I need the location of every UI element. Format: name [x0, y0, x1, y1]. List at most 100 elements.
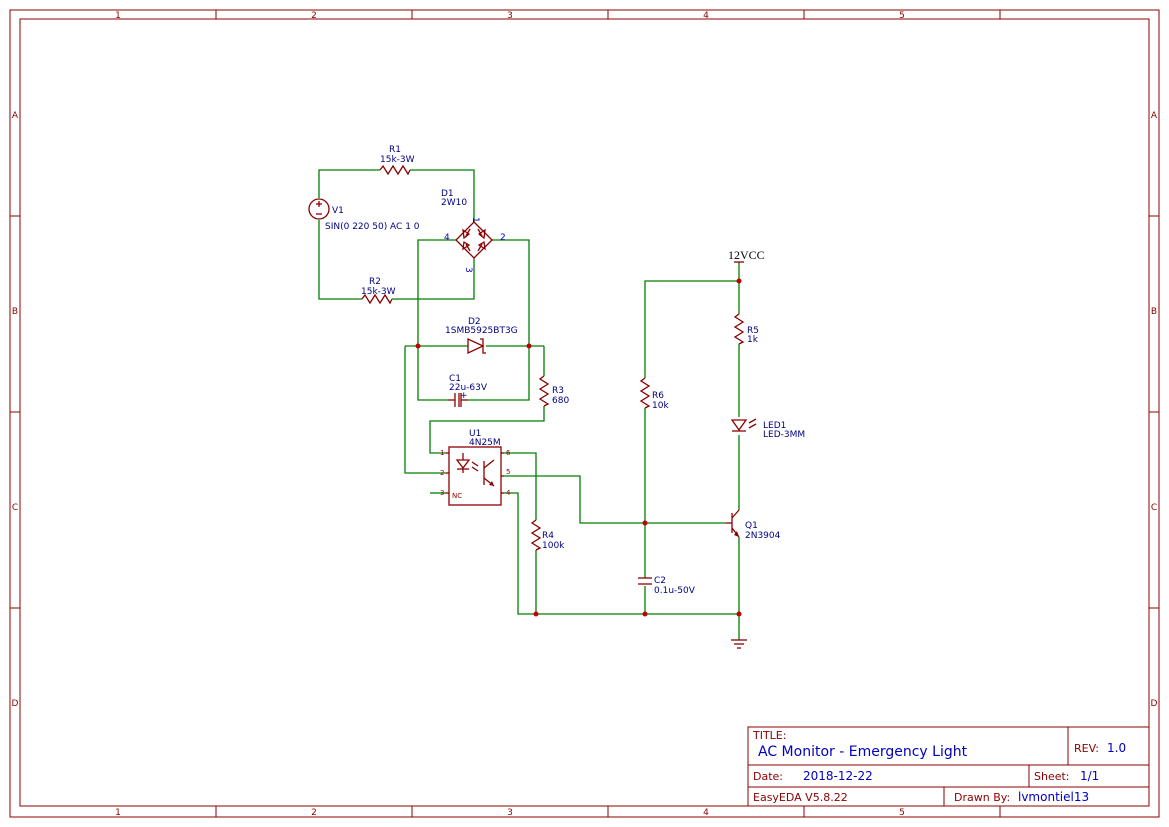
r4-value: 100k — [542, 541, 565, 551]
d1-pin-3: 3 — [463, 267, 473, 273]
u1-pin-3: 3 — [440, 489, 444, 497]
resistor-r4[interactable]: R4 100k — [530, 519, 565, 551]
voltage-source-v1[interactable]: V1 SIN(0 220 50) AC 1 0 — [308, 198, 420, 232]
junction-dot — [415, 343, 421, 349]
sheet-frame — [9, 9, 1160, 818]
drawn-by-label: Drawn By: — [954, 791, 1010, 804]
r3-value: 680 — [552, 396, 569, 406]
col-label-bottom-4: 4 — [703, 808, 709, 818]
col-label-top-4: 4 — [703, 11, 709, 21]
d2-value: 1SMB5925BT3G — [445, 326, 518, 336]
resistor-r3[interactable]: R3 680 — [538, 375, 569, 407]
date-label: Date: — [753, 770, 783, 783]
r6-ref: R6 — [652, 391, 664, 401]
tool-version: EasyEDA V5.8.22 — [753, 791, 848, 804]
d1-pin-4: 4 — [444, 233, 450, 243]
junction-dot — [642, 611, 648, 617]
led1-ref: LED1 — [763, 421, 786, 431]
resistor-r6[interactable]: R6 10k — [639, 377, 669, 411]
row-label-right-b: B — [1151, 307, 1157, 317]
row-label-right-d: D — [1151, 699, 1158, 709]
title-value: AC Monitor - Emergency Light — [758, 744, 968, 760]
row-label-right-c: C — [1151, 503, 1157, 513]
col-label-bottom-2: 2 — [311, 808, 317, 818]
row-label-left-a: A — [12, 111, 19, 121]
row-label-left-d: D — [12, 699, 19, 709]
row-label-left-b: B — [12, 307, 18, 317]
r6-value: 10k — [652, 401, 669, 411]
title-label: TITLE: — [752, 729, 786, 742]
u1-value: 4N25M — [469, 438, 501, 448]
c2-ref: C2 — [654, 576, 666, 586]
row-labels: A B C D A B C D — [12, 111, 1158, 709]
junction-dot — [533, 611, 539, 617]
title-block: TITLE: AC Monitor - Emergency Light REV:… — [747, 726, 1150, 807]
r4-ref: R4 — [542, 531, 554, 541]
u1-pin-6: 6 — [506, 449, 511, 457]
u1-nc-label: NC — [452, 492, 462, 500]
wires — [318, 169, 740, 640]
q1-value: 2N3904 — [745, 531, 781, 541]
col-label-top-5: 5 — [899, 11, 905, 21]
v1-ref: V1 — [332, 206, 344, 216]
vcc-label: 12VCC — [728, 248, 765, 262]
column-labels: 1 2 3 4 5 1 2 3 4 5 — [115, 11, 905, 818]
col-label-top-3: 3 — [507, 11, 513, 21]
rev-label: REV: — [1074, 742, 1099, 755]
u1-pin-2: 2 — [440, 469, 444, 477]
resistor-r5[interactable]: R5 1k — [733, 313, 759, 345]
r2-value: 15k-3W — [361, 287, 396, 297]
u1-pin-1: 1 — [440, 449, 444, 457]
q1-ref: Q1 — [745, 521, 758, 531]
ground-icon — [731, 639, 747, 649]
d1-pin-1: 1 — [470, 217, 480, 223]
led1-value: LED-3MM — [763, 430, 805, 440]
d1-ref: D1 — [441, 189, 454, 199]
d1-value: 2W10 — [441, 198, 467, 208]
c2-value: 0.1u-50V — [654, 586, 696, 596]
col-label-bottom-1: 1 — [115, 808, 121, 818]
zener-diode-d2[interactable]: D2 1SMB5925BT3G — [445, 317, 518, 355]
capacitor-c2[interactable]: C2 0.1u-50V — [638, 576, 696, 596]
u1-ref: U1 — [469, 429, 481, 439]
junction-dot — [642, 520, 648, 526]
c1-ref: C1 — [449, 374, 461, 384]
transistor-q1[interactable]: Q1 2N3904 — [726, 509, 781, 541]
u1-pin-5: 5 — [506, 468, 510, 476]
junction-dot — [736, 278, 742, 284]
row-label-right-a: A — [1151, 111, 1158, 121]
junctions — [415, 278, 742, 617]
sheet-value: 1/1 — [1080, 769, 1099, 783]
d2-ref: D2 — [468, 317, 481, 327]
junction-dot — [526, 343, 532, 349]
v1-value: SIN(0 220 50) AC 1 0 — [325, 222, 420, 232]
bridge-rectifier-d1[interactable]: D1 2W10 1 2 3 4 — [441, 189, 506, 273]
vcc-net-flag: 12VCC — [728, 248, 765, 263]
r1-value: 15k-3W — [380, 155, 415, 165]
r5-ref: R5 — [747, 326, 759, 336]
rev-value: 1.0 — [1107, 741, 1126, 755]
r1-ref: R1 — [389, 145, 401, 155]
row-label-left-c: C — [12, 503, 18, 513]
junction-dot — [736, 611, 742, 617]
optocoupler-u1[interactable]: 1 2 3 4 5 6 NC U1 4N25M — [440, 429, 511, 506]
r5-value: 1k — [747, 335, 759, 345]
resistor-r2[interactable]: R2 15k-3W — [361, 277, 396, 305]
col-label-top-2: 2 — [311, 11, 317, 21]
u1-pin-4: 4 — [506, 489, 511, 497]
c1-plus-sign: + — [460, 391, 468, 401]
sheet-label: Sheet: — [1034, 770, 1070, 783]
col-label-top-1: 1 — [115, 11, 121, 21]
resistor-r1[interactable]: R1 15k-3W — [379, 145, 415, 176]
drawn-by-value: lvmontiel13 — [1018, 790, 1089, 804]
d1-pin-2: 2 — [500, 233, 506, 243]
r3-ref: R3 — [552, 386, 564, 396]
date-value: 2018-12-22 — [803, 769, 873, 783]
r2-ref: R2 — [369, 277, 381, 287]
col-label-bottom-5: 5 — [899, 808, 905, 818]
capacitor-c1[interactable]: C1 22u-63V + — [448, 374, 488, 407]
c1-value: 22u-63V — [449, 383, 488, 393]
led-led1[interactable]: LED1 LED-3MM — [730, 418, 805, 440]
col-label-bottom-3: 3 — [507, 808, 513, 818]
